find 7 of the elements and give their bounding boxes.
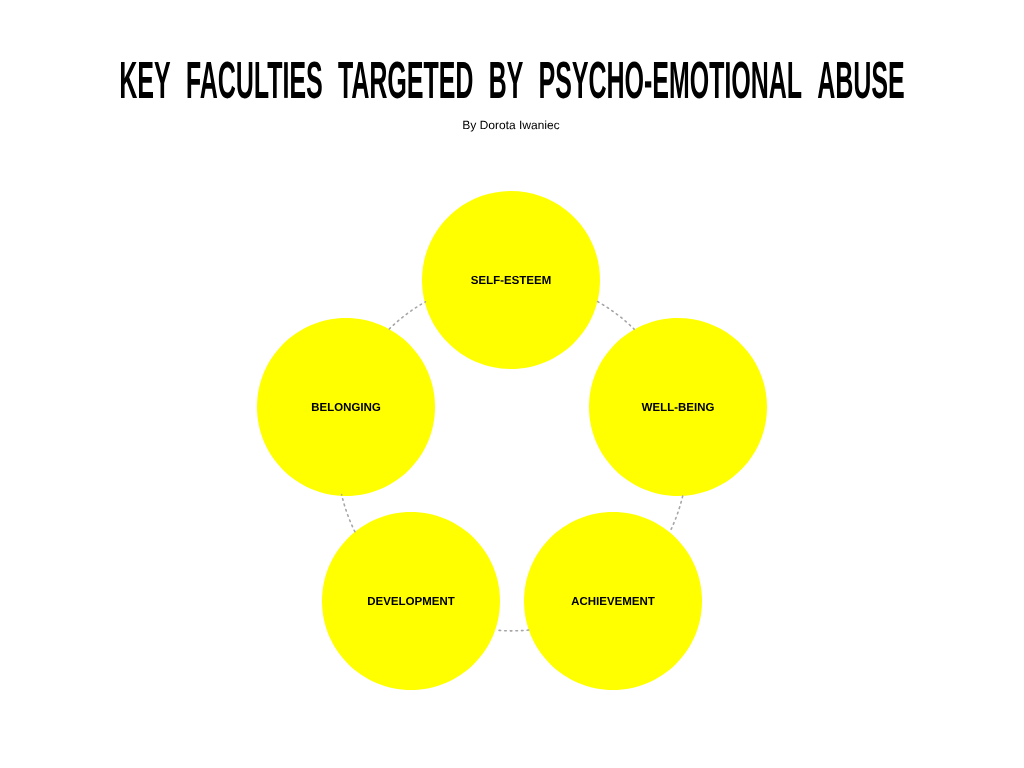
dotted-arc	[669, 495, 684, 532]
title: KEY FACULTIES TARGETED BY PSYCHO-EMOTIONAL ABUSE	[121, 61, 904, 99]
dotted-arc	[340, 493, 356, 533]
dotted-arc	[496, 629, 530, 632]
subtitle: By Dorota Iwaniec	[463, 120, 560, 132]
dotted-arc	[388, 301, 427, 330]
dotted-arc	[596, 300, 635, 330]
